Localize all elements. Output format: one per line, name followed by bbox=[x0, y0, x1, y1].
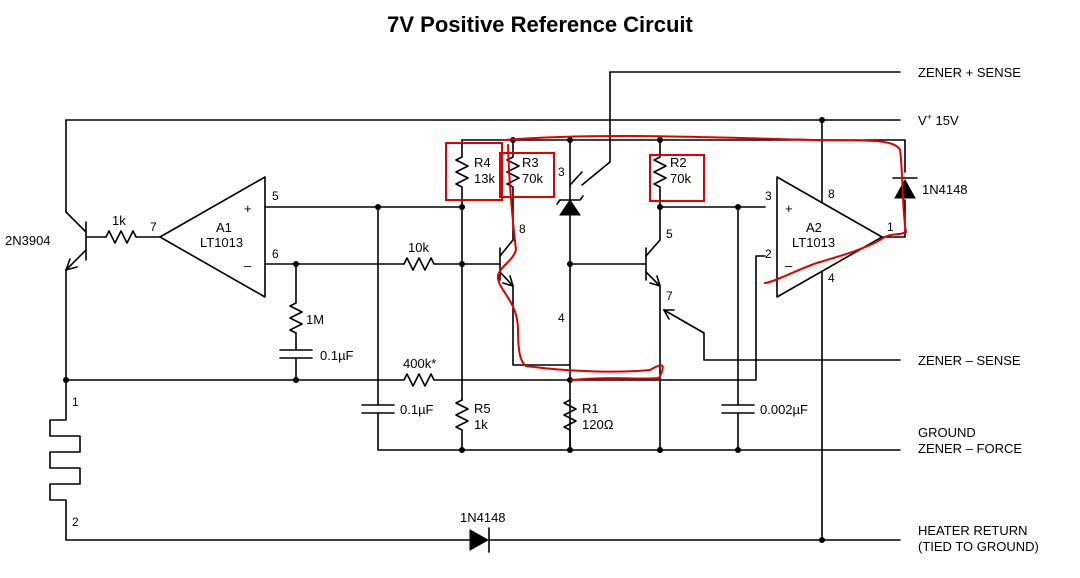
resistor-400k bbox=[63, 255, 766, 387]
ref-pin7: 7 bbox=[666, 289, 673, 303]
a2-pin-vminus: 4 bbox=[828, 271, 835, 285]
a1-pin-minus: 6 bbox=[272, 247, 279, 261]
net-ground: GROUND bbox=[918, 425, 976, 440]
q-driver-label: 2N3904 bbox=[5, 233, 51, 248]
opamp-a2 bbox=[776, 119, 906, 541]
resistor-1k-base bbox=[85, 230, 161, 244]
resistor-r5 bbox=[455, 399, 469, 451]
red-annotation-boxes bbox=[445, 142, 705, 202]
zener-sense-transistor bbox=[569, 171, 583, 186]
ref-transistor-right bbox=[569, 239, 661, 451]
capacitor-c3 bbox=[721, 204, 755, 451]
a1-part-label: LT1013 bbox=[200, 235, 243, 250]
a2-pin-out: 1 bbox=[887, 220, 894, 234]
r400k-label: 400k* bbox=[403, 356, 436, 371]
ref-pin4: 4 bbox=[558, 311, 565, 325]
c3-label: 0.002µF bbox=[760, 402, 808, 417]
highlight-box-r2 bbox=[649, 154, 705, 202]
zener-diode bbox=[556, 139, 584, 451]
r4-ref: R4 bbox=[474, 155, 491, 170]
opamp-a1 bbox=[159, 176, 463, 298]
transistor-2n3904 bbox=[65, 211, 87, 381]
resistor-r1 bbox=[563, 399, 577, 451]
c1-label: 0.1µF bbox=[320, 348, 354, 363]
r3-ref: R3 bbox=[522, 155, 539, 170]
a1-pin-out: 7 bbox=[150, 220, 157, 234]
ref-pin3: 3 bbox=[558, 165, 565, 179]
heater-element bbox=[49, 379, 471, 541]
a2-plus-sign: + bbox=[785, 201, 793, 216]
d1-label: 1N4148 bbox=[922, 182, 968, 197]
a1-ref-label: A1 bbox=[216, 220, 232, 235]
r10k-label: 10k bbox=[408, 240, 429, 255]
r1m-label: 1M bbox=[306, 312, 324, 327]
diagram-title: 7V Positive Reference Circuit bbox=[387, 12, 693, 37]
wire-zener-plus-sense bbox=[581, 71, 901, 186]
heater-pin2: 2 bbox=[72, 515, 79, 529]
net-zener-plus-sense: ZENER + SENSE bbox=[918, 65, 1021, 80]
diode-1n4148-bottom bbox=[469, 527, 901, 553]
ref-transistor-left bbox=[499, 239, 571, 366]
r-base-label: 1k bbox=[112, 213, 126, 228]
net-zener-minus-force: ZENER – FORCE bbox=[918, 441, 1022, 456]
highlight-box-r3 bbox=[499, 152, 555, 198]
d2-label: 1N4148 bbox=[460, 510, 506, 525]
r2-value: 70k bbox=[670, 171, 691, 186]
resistor-1m bbox=[289, 261, 303, 351]
heater-pin1: 1 bbox=[72, 395, 79, 409]
resistor-r4 bbox=[455, 139, 469, 401]
a2-part-label: LT1013 bbox=[792, 235, 835, 250]
a2-pin-plus: 3 bbox=[765, 189, 772, 203]
a2-minus-sign: – bbox=[785, 258, 793, 273]
r1-value: 120Ω bbox=[582, 417, 614, 432]
highlight-box-r4 bbox=[445, 142, 503, 201]
a1-minus-sign: – bbox=[244, 258, 252, 273]
r3-value: 70k bbox=[522, 171, 543, 186]
c2-label: 0.1µF bbox=[400, 402, 434, 417]
capacitor-c1 bbox=[279, 349, 313, 383]
ref-pin8: 8 bbox=[519, 222, 526, 236]
diode-1n4148-top bbox=[892, 177, 918, 199]
r2-ref: R2 bbox=[670, 155, 687, 170]
resistor-10k bbox=[403, 257, 501, 271]
a1-plus-sign: + bbox=[244, 201, 252, 216]
wire-vplus-rail bbox=[65, 119, 901, 213]
net-zener-minus-sense: ZENER – SENSE bbox=[918, 353, 1021, 368]
a2-ref-label: A2 bbox=[806, 220, 822, 235]
a1-pin-plus: 5 bbox=[272, 189, 279, 203]
resistor-r2 bbox=[653, 139, 766, 241]
a2-pin-minus: 2 bbox=[765, 247, 772, 261]
a2-pin-vplus: 8 bbox=[828, 187, 835, 201]
wire-zener-minus-sense bbox=[663, 309, 901, 361]
r1-ref: R1 bbox=[582, 401, 599, 416]
net-heater-return: HEATER RETURN bbox=[918, 523, 1028, 538]
net-heater-return-note: (TIED TO GROUND) bbox=[918, 539, 1039, 554]
r5-ref: R5 bbox=[474, 401, 491, 416]
r4-value: 13k bbox=[474, 171, 495, 186]
net-vplus: V+ 15V bbox=[918, 112, 959, 128]
r5-value: 1k bbox=[474, 417, 488, 432]
red-annotation-path bbox=[496, 134, 907, 381]
ref-pin5: 5 bbox=[666, 227, 673, 241]
